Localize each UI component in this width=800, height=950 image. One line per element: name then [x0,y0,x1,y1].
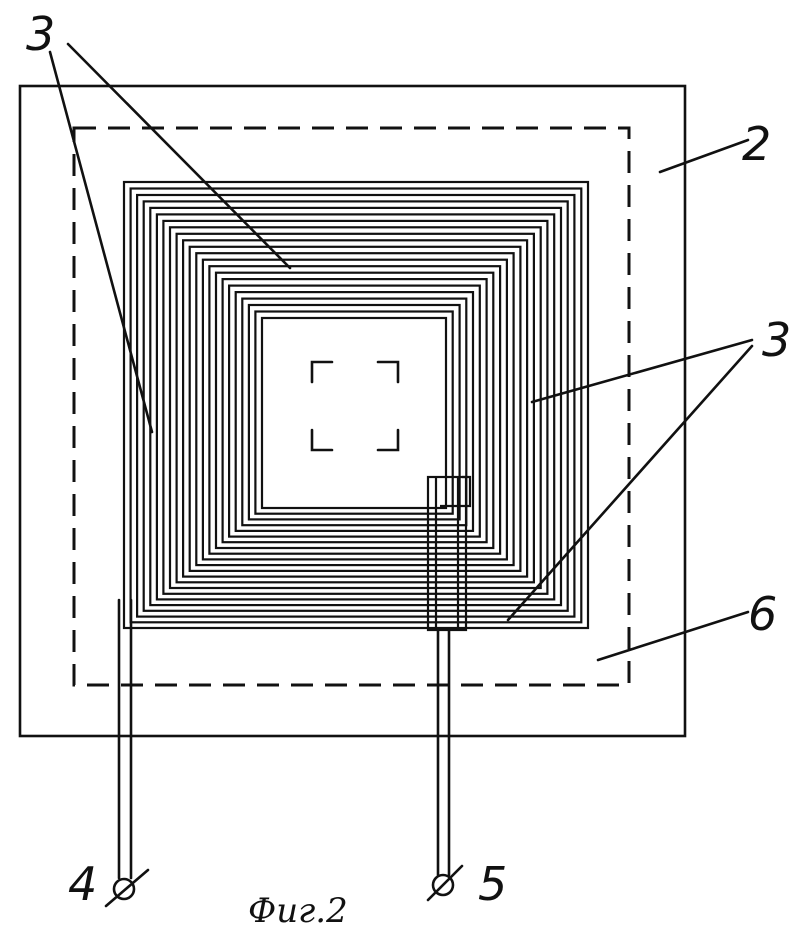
coil-turn [262,318,446,508]
label-2-substrate: 2 [742,117,771,171]
coil-turn [144,201,568,610]
coil-turn [209,266,500,554]
coil-turn [163,221,547,594]
coil-turn [229,286,480,537]
label-3-top-left: 3 [26,7,55,61]
terminal-4-symbol [106,870,148,906]
label-3-right: 3 [762,313,791,367]
figure-caption: Фиг.2 [248,891,348,931]
label-4-terminal: 4 [68,857,97,911]
central-dashed-square [312,362,398,450]
coil-turn [236,292,473,531]
terminal-5-symbol [428,866,462,900]
label-5-terminal: 5 [478,857,507,911]
coil-turn [190,247,521,571]
coil-turn [124,182,588,628]
coil-turn [242,299,466,526]
label-6-region: 6 [748,587,777,641]
spiral-coil [124,182,588,628]
coil-turn [255,312,452,514]
leader-lines [50,44,752,660]
coil-turn [170,227,541,588]
